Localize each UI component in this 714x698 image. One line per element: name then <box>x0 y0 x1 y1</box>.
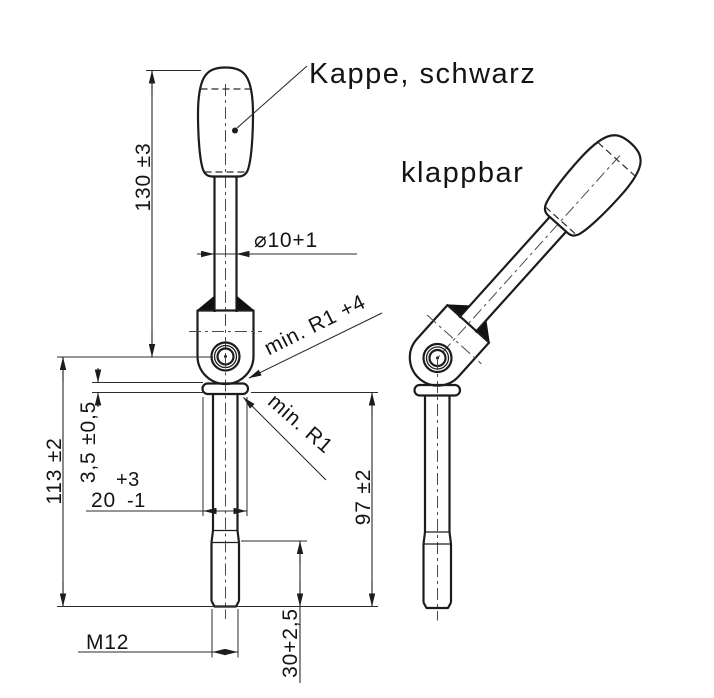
label-foldable-text: klappbar <box>401 157 524 189</box>
dim-collar-thickness-text: 3,5 ±0,5 <box>77 401 100 483</box>
dimension-collar-thickness: 3,5 ±0,5 <box>77 368 203 483</box>
dim-total-height-text: 113 ±2 <box>43 437 66 504</box>
dimension-screw-length: 97 ±2 <box>251 392 378 607</box>
folded-view <box>390 117 660 622</box>
dimension-rod-diameter: ⌀10+1 <box>197 229 357 258</box>
dimension-thread: M12 <box>78 609 239 658</box>
dim-collar-diameter-minus-text: -1 <box>127 490 146 512</box>
dim-screw-length-text: 97 ±2 <box>352 469 375 525</box>
dimension-total-height: 113 ±2 <box>43 356 67 607</box>
callout-cap-dot <box>232 127 238 134</box>
dim-rod-diameter-text: ⌀10+1 <box>254 229 318 252</box>
note-fillet-head-text: min. R1 +4 <box>261 290 370 360</box>
callout-cap-text: Kappe, schwarz <box>309 58 536 90</box>
folded-view-screw <box>413 356 462 622</box>
callout-cap: Kappe, schwarz <box>232 58 536 134</box>
front-view-screw <box>201 355 250 621</box>
note-fillet-collar: min. R1 <box>243 390 337 481</box>
label-foldable: klappbar <box>401 157 524 189</box>
front-view <box>187 66 264 621</box>
dim-collar-diameter-text: 20 <box>91 489 116 512</box>
note-fillet-head: min. R1 +4 <box>248 290 383 379</box>
dim-thread-length-text: 30+2,5 <box>279 608 302 678</box>
dimension-lever-length: 130 ±3 <box>132 70 201 358</box>
dim-collar-diameter-plus-text: +3 <box>116 469 140 491</box>
dimension-thread-length: 30+2,5 <box>241 540 307 683</box>
note-fillet-collar-text: min. R1 <box>263 390 337 459</box>
dim-thread-text: M12 <box>86 631 129 654</box>
dimension-collar-diameter: 20 +3 -1 <box>86 397 248 516</box>
dim-lever-length-text: 130 ±3 <box>132 143 155 212</box>
